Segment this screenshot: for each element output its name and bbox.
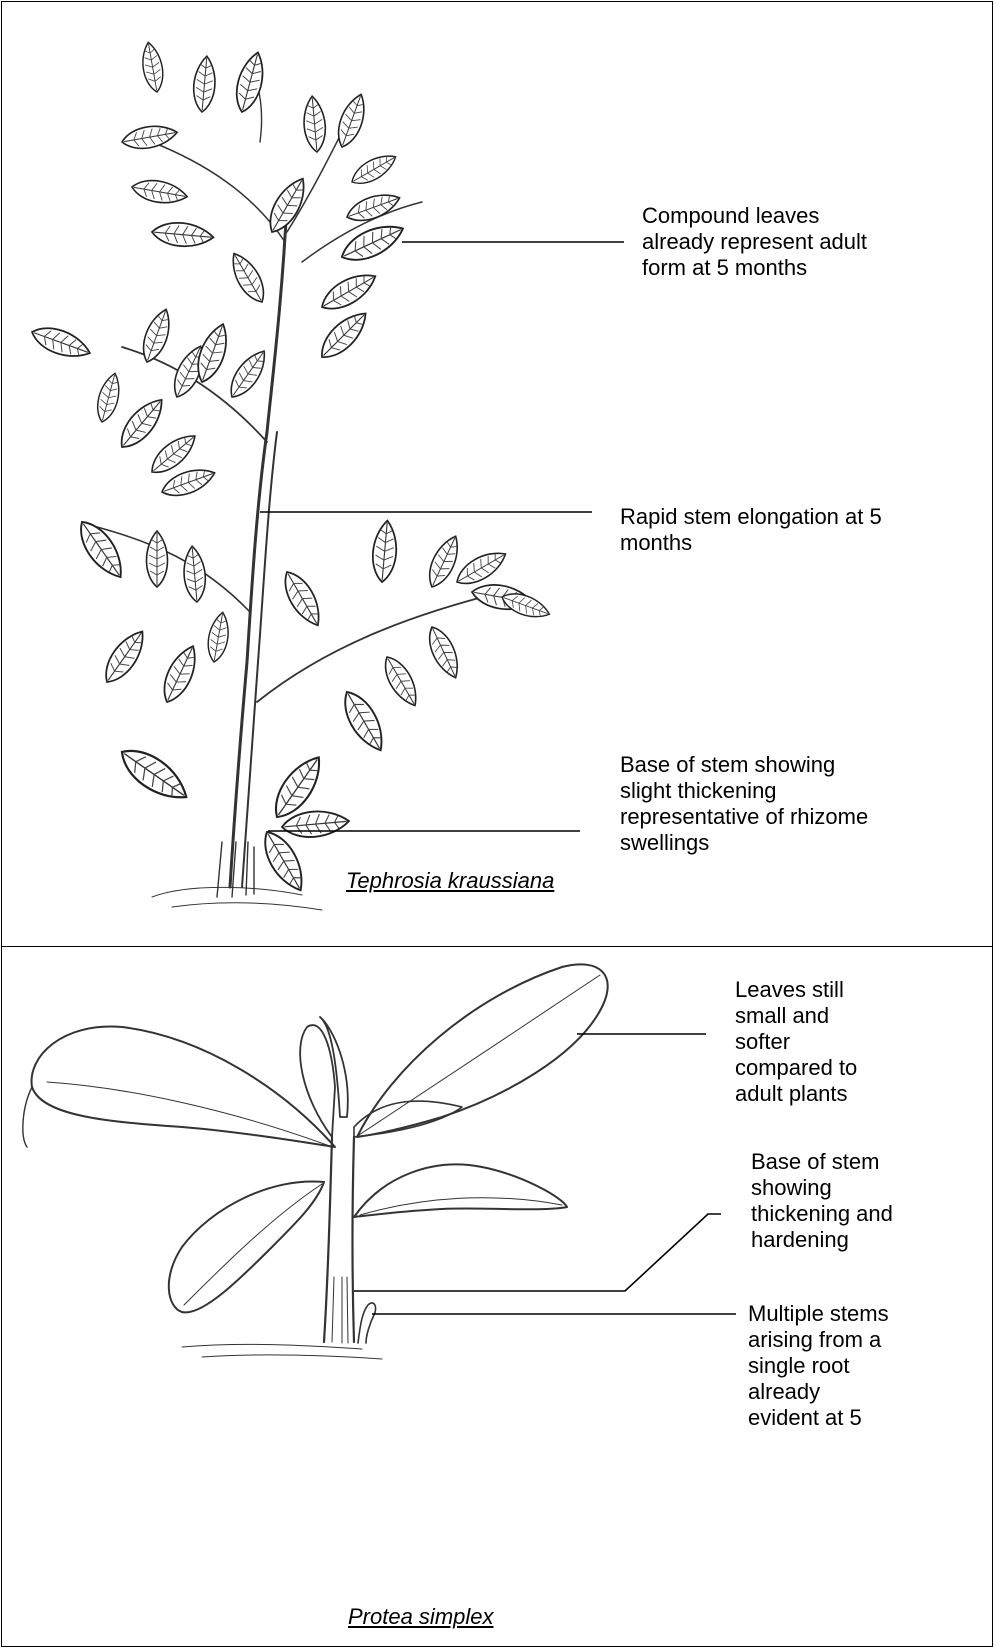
- label-compound-leaves: Compound leaves already represent adult …: [642, 203, 972, 281]
- label-stem-elongation: Rapid stem elongation at 5 months: [620, 504, 980, 556]
- tephrosia-panel: Compound leaves already represent adult …: [1, 1, 993, 948]
- protea-panel: Leaves still small and softer compared t…: [1, 946, 993, 1647]
- label-leaves-small: Leaves still small and softer compared t…: [735, 977, 935, 1107]
- species-name-protea: Protea simplex: [348, 1604, 494, 1630]
- label-base-hardening: Base of stem showing thickening and hard…: [751, 1149, 971, 1253]
- label-base-thickening: Base of stem showing slight thickening r…: [620, 752, 950, 856]
- species-name-tephrosia: Tephrosia kraussiana: [346, 868, 554, 894]
- label-multiple-stems: Multiple stems arising from a single roo…: [748, 1301, 968, 1431]
